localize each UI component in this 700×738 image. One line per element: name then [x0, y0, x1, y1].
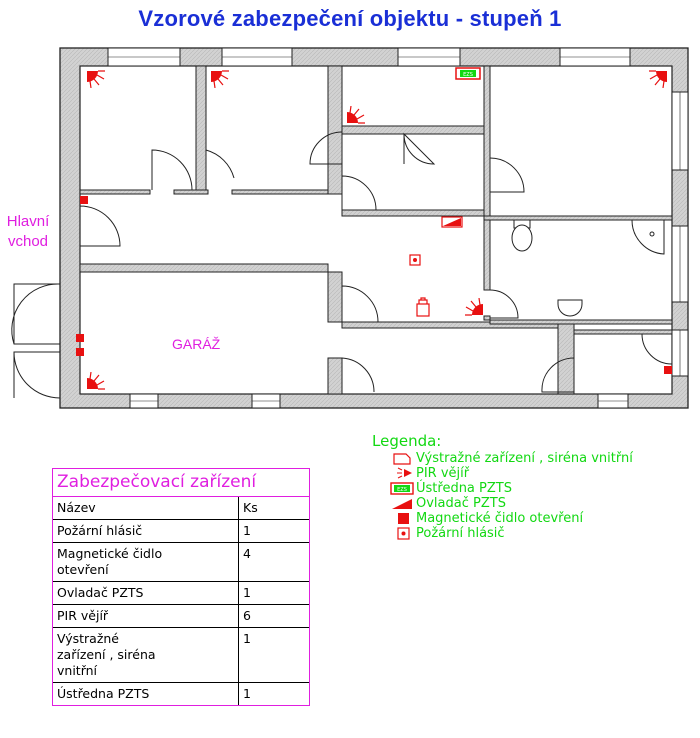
magnetic-sensor-icon: [80, 196, 88, 204]
table-row: Ovladač PZTS 1: [53, 582, 309, 605]
garage-label: GARÁŽ: [172, 336, 221, 352]
table-row: Požární hlásič 1: [53, 520, 309, 543]
legend-item-keypad: Ovladač PZTS: [372, 496, 633, 511]
keypad: [441, 216, 463, 228]
table-header-row: Název Ks: [53, 497, 309, 520]
doors: [11, 131, 673, 399]
pir-icon: [397, 467, 412, 479]
control-panel: EZS: [455, 67, 481, 80]
legend-item-pir: PIR vějíř: [372, 466, 633, 481]
row-name: PIR vějíř: [53, 605, 239, 627]
equipment-table-title: Zabezpečovací zařízení: [53, 469, 309, 497]
magnetic-sensor-icon: [76, 348, 84, 356]
bathroom-fixtures: [511, 219, 665, 317]
row-qty: 4: [243, 546, 251, 561]
interior-walls: [79, 65, 673, 395]
siren-icon: [416, 303, 430, 317]
magnetic-sensor-icon: [398, 513, 409, 524]
legend-label: Ovladač PZTS: [416, 496, 506, 511]
row-qty: 1: [243, 523, 251, 538]
legend-title: Legenda:: [372, 432, 442, 450]
legend: Legenda: Výstražné zařízení , siréna vni…: [372, 432, 633, 541]
row-name: Ústředna PZTS: [53, 683, 239, 705]
magnetic-sensors: [76, 196, 672, 374]
row-name: Požární hlásič: [53, 520, 239, 542]
siren-icon: [393, 453, 411, 465]
panel-label: EZS: [463, 72, 473, 78]
header-name: Název: [53, 497, 239, 519]
magnetic-sensor-icon: [76, 334, 84, 342]
row-qty: 1: [243, 686, 251, 701]
table-row: Magnetické čidlo otevření 4: [53, 543, 309, 582]
row-name: Výstražné zařízení , siréna vnitřní: [57, 631, 156, 678]
table-row: Ústředna PZTS 1: [53, 683, 309, 705]
outer-walls: [59, 47, 689, 409]
equipment-table: Zabezpečovací zařízení Název Ks Požární …: [52, 468, 310, 706]
table-row: PIR vějíř 6: [53, 605, 309, 628]
magnetic-sensor-icon: [664, 366, 672, 374]
row-name: Magnetické čidlo otevření: [57, 546, 163, 577]
panel-icon-label: EZS: [397, 487, 407, 493]
legend-label: Požární hlásič: [416, 526, 505, 541]
fire-detector: [409, 254, 421, 266]
row-qty: 1: [243, 585, 251, 600]
header-qty: Ks: [243, 500, 258, 515]
siren: [416, 297, 430, 317]
legend-label: Ústředna PZTS: [416, 481, 512, 496]
legend-item-magnetic: Magnetické čidlo otevření: [372, 511, 633, 526]
keypad-icon: [392, 499, 412, 509]
legend-label: PIR vějíř: [416, 466, 470, 481]
legend-label: Výstražné zařízení , siréna vnitřní: [416, 451, 633, 466]
legend-label: Magnetické čidlo otevření: [416, 511, 584, 526]
row-qty: 6: [243, 608, 251, 623]
row-qty: 1: [243, 631, 251, 646]
legend-item-siren: Výstražné zařízení , siréna vnitřní: [372, 451, 633, 466]
row-name: Ovladač PZTS: [53, 582, 239, 604]
panel-icon: EZS: [390, 482, 414, 495]
page-title: Vzorové zabezpečení objektu - stupeň 1: [138, 6, 562, 31]
main-entrance-label: Hlavní vchod: [6, 213, 50, 250]
legend-item-panel: EZS Ústředna PZTS: [372, 481, 633, 496]
legend-item-fire: Požární hlásič: [372, 526, 633, 541]
fire-detector-icon: [397, 527, 410, 540]
table-row: Výstražné zařízení , siréna vnitřní 1: [53, 628, 309, 683]
